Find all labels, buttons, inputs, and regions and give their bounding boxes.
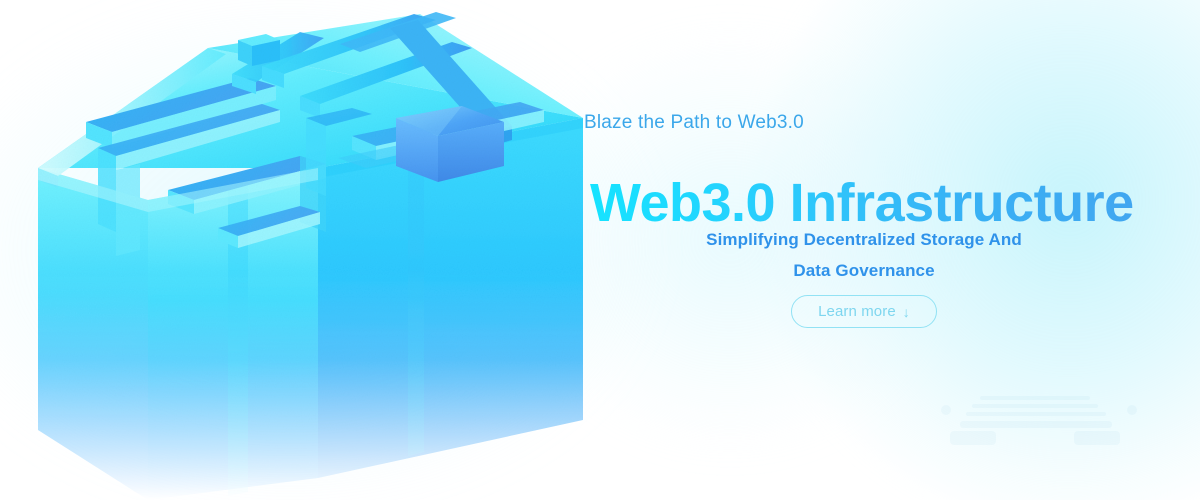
isometric-maze-illustration — [38, 12, 583, 500]
hero-eyebrow: Blaze the Path to Web3.0 — [584, 112, 804, 133]
hero-subtitle-line-1: Simplifying Decentralized Storage And — [706, 230, 1022, 249]
illustration-glow — [0, 10, 640, 490]
hero-content: Blaze the Path to Web3.0 Web3.0 Infrastr… — [584, 0, 1144, 500]
page-title: Web3.0 Infrastructure — [590, 170, 1134, 236]
cta-container: Learn more ↓ — [614, 295, 1114, 328]
hero-subtitle: Simplifying Decentralized Storage And Da… — [614, 224, 1114, 286]
learn-more-label: Learn more — [818, 303, 896, 320]
arrow-down-icon: ↓ — [902, 303, 910, 320]
learn-more-button[interactable]: Learn more ↓ — [791, 295, 937, 328]
hero-subtitle-line-2: Data Governance — [793, 261, 935, 280]
